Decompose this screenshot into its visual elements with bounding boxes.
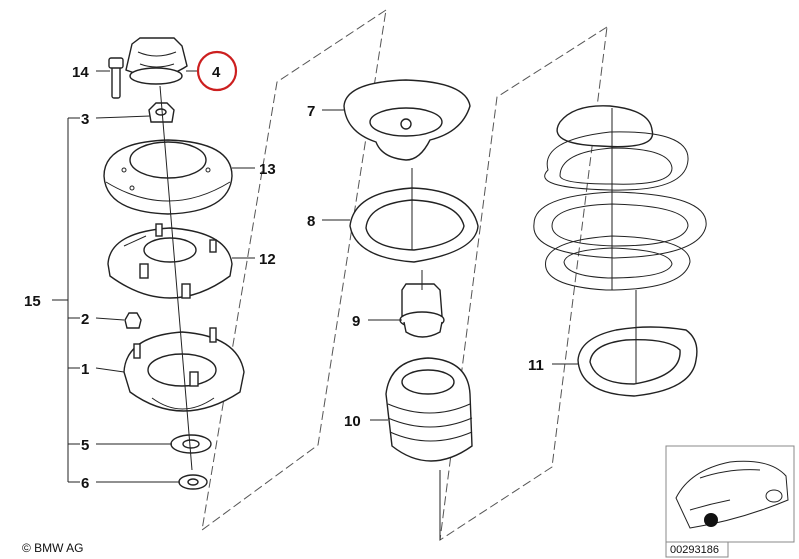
callout-2: 2 xyxy=(81,311,89,328)
part-7-spring-seat xyxy=(343,79,471,161)
callout-11: 11 xyxy=(528,357,544,374)
part-4-cap xyxy=(125,37,188,85)
highlight-circle xyxy=(196,50,238,92)
part-11-coil-spring xyxy=(533,105,707,291)
part-2-nut xyxy=(124,312,142,329)
part-12-rubber-mount xyxy=(107,223,233,299)
part-10-boot xyxy=(385,357,473,540)
callout-9: 9 xyxy=(352,313,360,330)
callout-10: 10 xyxy=(344,413,361,430)
bracket-15 xyxy=(52,117,80,483)
callout-13: 13 xyxy=(259,161,276,178)
location-marker xyxy=(704,513,718,527)
callout-14: 14 xyxy=(72,64,89,81)
part-13-plate xyxy=(103,139,233,215)
axis-line-left xyxy=(159,85,193,471)
callout-labels: 14 4 3 13 12 15 2 1 5 6 7 8 9 10 11 xyxy=(24,64,544,492)
part-9-bump-stop xyxy=(399,270,445,338)
callout-15: 15 xyxy=(24,293,41,310)
callout-8: 8 xyxy=(307,213,315,230)
callout-6: 6 xyxy=(81,475,89,492)
car-thumbnail: 00293186 xyxy=(665,445,795,558)
part-6-washer xyxy=(178,474,208,490)
copyright-text: © BMW AG xyxy=(22,541,84,555)
part-8-isolator xyxy=(349,168,479,263)
part-11-lower-seat xyxy=(577,290,698,397)
callout-7: 7 xyxy=(307,103,315,120)
part-3-nut xyxy=(148,102,175,123)
callout-5: 5 xyxy=(81,437,89,454)
callout-12: 12 xyxy=(259,251,276,268)
callout-1: 1 xyxy=(81,361,89,378)
part-14-bolt xyxy=(108,57,124,99)
diagram-code: 00293186 xyxy=(670,544,719,556)
leader-lines xyxy=(95,70,578,483)
callout-3: 3 xyxy=(81,111,89,128)
group-outline-mount xyxy=(201,8,387,532)
part-5-washer xyxy=(170,434,212,454)
callout-4: 4 xyxy=(212,64,221,81)
